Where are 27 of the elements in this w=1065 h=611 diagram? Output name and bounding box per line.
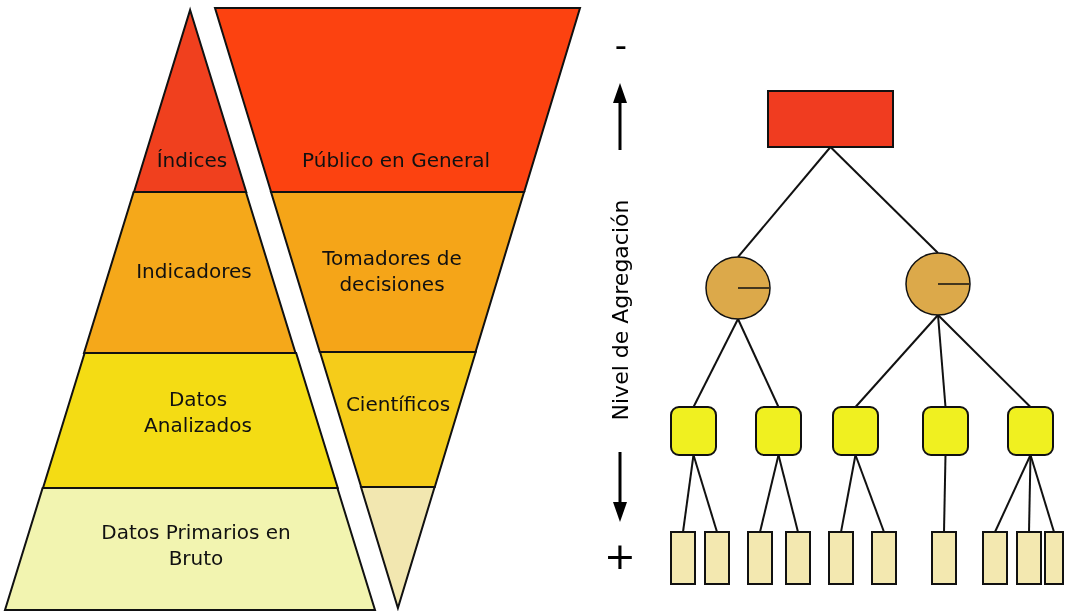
connector-line [854,314,939,408]
band-label: Índices [155,147,229,173]
connector-line [937,314,947,408]
band-label: Público en General [301,147,491,173]
band-label: Datos Primarios en Bruto [100,519,292,571]
band-label: Científicos [344,391,452,417]
connector-line [777,454,799,533]
connector-line [759,454,780,533]
connector-line [840,454,857,533]
axis-label: Nivel de Agregación [607,199,633,421]
connector-line [994,454,1032,533]
band-label: Indicadores [135,258,253,284]
band-label: Datos Analizados [143,386,253,438]
connector-line [937,314,1032,408]
connector-line [737,318,780,408]
connector-line [1028,454,1032,533]
connector-line [943,454,947,533]
band-label: Tomadores de decisiones [321,245,463,297]
connector-line [737,146,832,258]
connector-line [692,454,718,533]
minus-sign: - [614,25,628,65]
connector-line [682,454,695,533]
connector-line [829,146,939,254]
connector-line [1029,454,1055,533]
connector-line [854,454,885,533]
connector-line [692,318,739,408]
plus-sign: + [604,534,636,578]
